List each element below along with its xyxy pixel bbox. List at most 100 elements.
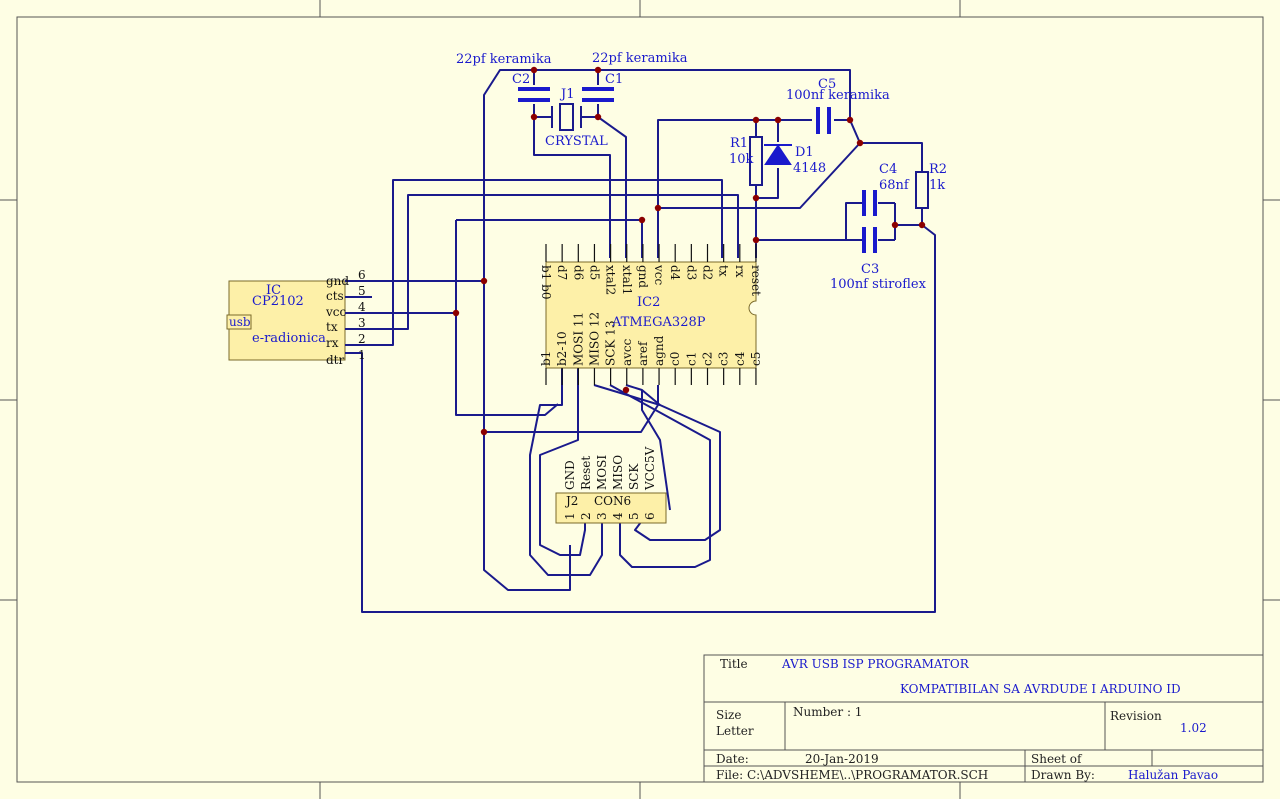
- j1-value: CRYSTAL: [545, 134, 608, 149]
- title-block: Title Size Letter Number : 1 Revision Da…: [703, 654, 1264, 783]
- j2-pin-label: Reset: [579, 456, 593, 490]
- ic1-pin-num-5: 5: [358, 284, 366, 298]
- ic1-pin-num-3: 3: [358, 316, 366, 330]
- c1-ref: C1: [605, 72, 623, 87]
- date-value: 20-Jan-2019: [805, 752, 879, 766]
- ic1-pin-vcc: vcc: [325, 305, 347, 319]
- ic2-bottom-pin-label: aref: [636, 340, 650, 366]
- wires: [345, 69, 936, 613]
- ic2-bottom-pin-label: c4: [733, 351, 747, 366]
- ic2-top-pin-label: xtal1: [620, 265, 634, 295]
- ic1-pin-num-1: 1: [358, 348, 366, 362]
- j2-pin-label: MOSI: [595, 455, 609, 490]
- c2-value: 22pf keramika: [456, 52, 552, 67]
- ic2-top-pin-label: vcc: [652, 264, 666, 286]
- ic1-pin-gnd: gnd: [326, 274, 349, 288]
- r1-value: 10k: [729, 152, 754, 167]
- ic1-pin-dtr: dtr: [326, 353, 345, 367]
- r1-ref: R1: [730, 136, 748, 151]
- c3-value: 100nf stiroflex: [830, 277, 927, 292]
- ic2-top-pin-label: d4: [668, 265, 682, 281]
- c5-ref: C5: [818, 77, 836, 92]
- ic2-bottom-pin-label: b1: [539, 351, 553, 366]
- ic2-bottom-pin-label: c1: [684, 352, 698, 366]
- ic2-top-pin-label: d2: [701, 265, 715, 280]
- revision-label: Revision: [1110, 709, 1162, 723]
- ic1-pin-num-2: 2: [358, 332, 366, 346]
- c4-value: 68nf: [879, 178, 910, 193]
- file-label: File: C:\ADVSHEME\..\PROGRAMATOR.SCH: [716, 768, 988, 782]
- capacitor-c4: [862, 190, 877, 216]
- ic2-top-pin-label: reset: [749, 265, 763, 296]
- resistor-r1: [749, 136, 763, 186]
- c5-value: 100nf keramika: [786, 88, 890, 103]
- drawn-by-label: Drawn By:: [1031, 768, 1095, 782]
- number-label: Number : 1: [793, 705, 862, 719]
- j2-pin-number: 2: [579, 512, 593, 520]
- drawn-by-value: Halužan Pavao: [1128, 768, 1218, 782]
- ic2-bottom-pin-label: agnd: [652, 335, 666, 366]
- diode-d1: [764, 144, 792, 165]
- d1-value: 4148: [793, 161, 826, 176]
- ic1-desc: e-radionica: [252, 331, 326, 346]
- j2-pin-number: 1: [563, 512, 577, 520]
- ic2-top-pin-label: d7: [555, 265, 569, 280]
- j2-pin-label: SCK: [627, 463, 641, 490]
- j2-pin-label: VCC5V: [643, 446, 657, 491]
- usb-label: usb: [229, 315, 251, 329]
- ic2-ref: IC2: [637, 295, 660, 310]
- junctions: [452, 66, 926, 436]
- revision-value: 1.02: [1180, 721, 1207, 735]
- r2-ref: R2: [929, 162, 947, 177]
- title-label: Title: [720, 657, 748, 671]
- ic2-top-pin-label: b1 b0: [539, 265, 553, 299]
- j2-pin-number: 6: [643, 512, 657, 520]
- c1-value: 22pf keramika: [592, 51, 688, 66]
- ic1-pin-rx: rx: [326, 336, 339, 350]
- j2-part: CON6: [594, 494, 631, 508]
- j2-pin-label: MISO: [611, 455, 625, 490]
- size-label: Size: [716, 708, 741, 722]
- d1-ref: D1: [795, 145, 814, 160]
- ic1-pin-cts: cts: [326, 289, 344, 303]
- date-label: Date:: [716, 752, 749, 766]
- ic2-top-pin-label: rx: [733, 265, 747, 278]
- ic2-bottom-pin-label: c2: [701, 352, 715, 366]
- r2-value: 1k: [929, 178, 945, 193]
- j1-ref: J1: [559, 87, 574, 102]
- capacitor-c3: [862, 227, 877, 253]
- capacitor-c1: [582, 87, 614, 102]
- ic2-bottom-pin-label: avcc: [620, 338, 634, 366]
- ic2-bottom-pin-label: c5: [749, 352, 763, 366]
- j2-pin-number: 3: [595, 512, 609, 520]
- ic1-pin-num-4: 4: [358, 300, 366, 314]
- ic2-part: ATMEGA328P: [611, 315, 706, 330]
- ic-cp2102: IC CP2102 e-radionica usb gnd cts vcc tx…: [226, 268, 372, 367]
- ic2-bottom-pin-label: MOSI 11: [571, 312, 585, 366]
- ic2-top-pin-label: d6: [571, 265, 585, 280]
- ic2-top-pin-label: gnd: [636, 265, 650, 288]
- c3-ref: C3: [861, 262, 879, 277]
- ic2-bottom-pin-label: c3: [717, 352, 731, 366]
- j2-pin-number: 5: [627, 512, 641, 520]
- ic2-bottom-pin-label: c0: [668, 352, 682, 366]
- title-line-2: KOMPATIBILAN SA AVRDUDE I ARDUINO ID: [900, 682, 1181, 696]
- ic2-bottom-pin-label: SCK 13: [604, 321, 618, 366]
- ic2-top-pin-label: tx: [717, 265, 731, 277]
- j2-ref: J2: [564, 494, 578, 508]
- capacitor-c5: [816, 107, 831, 134]
- sheet-label: Sheet of: [1031, 752, 1083, 766]
- ic2-bottom-pin-label: MISO 12: [587, 312, 601, 366]
- j2-pin-label: GND: [563, 460, 577, 490]
- letter-label: Letter: [716, 724, 754, 738]
- ic2-top-pin-label: d3: [684, 265, 698, 280]
- crystal-j1: [551, 103, 582, 131]
- ic2-bottom-pin-label: b2-10: [555, 331, 569, 366]
- capacitor-c2: [518, 87, 550, 102]
- ic1-part: CP2102: [252, 294, 304, 309]
- c4-ref: C4: [879, 162, 897, 177]
- j2-pin-number: 4: [611, 512, 625, 520]
